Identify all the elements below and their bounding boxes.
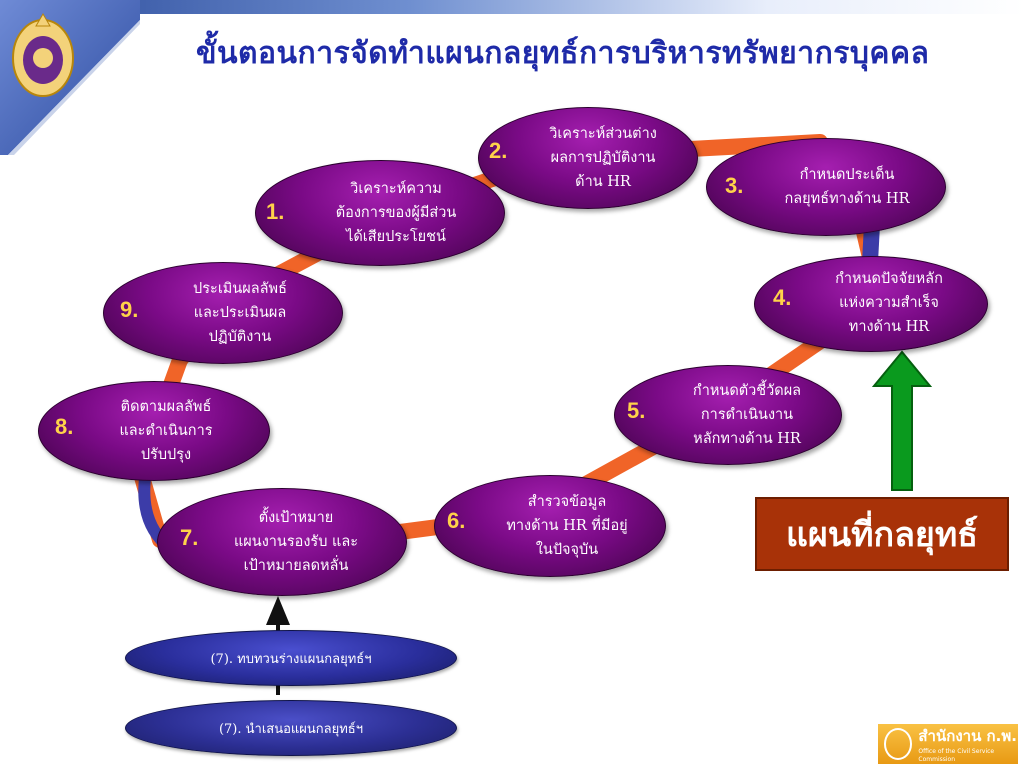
strategy-map-label: แผนที่กลยุทธ์ [755,497,1009,571]
step-label: วิเคราะห์ส่วนต่าง ผลการปฏิบัติงาน ด้าน H… [549,126,657,190]
step-number: 8. [55,414,74,439]
step-label: ติดตามผลลัพธ์ และดำเนินการ ปรับปรุง [119,399,213,463]
step-node-9: 9. ประเมินผลลัพธ์ และประเมินผล ปฏิบัติงา… [103,262,343,364]
step-label: กำหนดประเด็น กลยุทธ์ทางด้าน HR [784,167,910,207]
step-number: 6. [447,508,466,533]
step-node-1: 1. วิเคราะห์ความ ต้องการของผู้มีส่วน ได้… [255,160,505,266]
step-number: 9. [120,297,139,322]
substep-review-draft: (7). ทบทวนร่างแผนกลยุทธ์ฯ [125,630,457,686]
step-label: กำหนดตัวชี้วัดผล การดำเนินงาน หลักทางด้า… [692,383,802,447]
step-number: 1. [266,199,285,224]
step-number: 4. [773,285,792,310]
step-node-3: 3. กำหนดประเด็น กลยุทธ์ทางด้าน HR [706,138,946,236]
step-node-7: 7. ตั้งเป้าหมาย แผนงานรองรับ และ เป้าหมา… [157,488,407,596]
substep-label: (7). นำเสนอแผนกลยุทธ์ฯ [218,721,364,737]
ocsc-logo: สำนักงาน ก.พ. Office of the Civil Servic… [878,724,1018,764]
step-label: วิเคราะห์ความ ต้องการของผู้มีส่วน ได้เสี… [335,181,457,245]
university-emblem-icon [12,13,74,97]
step-number: 2. [489,138,508,163]
step-number: 7. [180,525,199,550]
top-banner [0,0,1024,14]
arrow-up-icon [266,596,290,625]
ocsc-emblem-icon [884,728,913,760]
step-node-5: 5. กำหนดตัวชี้วัดผล การดำเนินงาน หลักทาง… [614,365,842,465]
page-title: ขั้นตอนการจัดทำแผนกลยุทธ์การบริหารทรัพยา… [196,36,930,71]
step-node-6: 6. สำรวจข้อมูล ทางด้าน HR ที่มีอยู่ ในปั… [434,475,666,577]
substep-label: (7). ทบทวนร่างแผนกลยุทธ์ฯ [210,651,372,667]
step-number: 5. [627,398,646,423]
step-label: ประเมินผลลัพธ์ และประเมินผล ปฏิบัติงาน [193,281,287,345]
substep-present-plan: (7). นำเสนอแผนกลยุทธ์ฯ [125,700,457,756]
step-label: ตั้งเป้าหมาย แผนงานรองรับ และ เป้าหมายลด… [233,510,359,574]
step-node-2: 2. วิเคราะห์ส่วนต่าง ผลการปฏิบัติงาน ด้า… [478,107,698,209]
logo-name: สำนักงาน ก.พ. [918,727,1017,745]
corner-decoration [0,0,140,155]
step-number: 3. [725,173,744,198]
step-node-8: 8. ติดตามผลลัพธ์ และดำเนินการ ปรับปรุง [38,381,270,481]
logo-subtitle: Office of the Civil Service Commission [918,748,995,763]
arrow-up-icon [871,350,933,491]
step-node-4: 4. กำหนดปัจจัยหลัก แห่งความสำเร็จ ทางด้า… [754,256,988,352]
step-label: กำหนดปัจจัยหลัก แห่งความสำเร็จ ทางด้าน H… [835,271,943,335]
step-label: สำรวจข้อมูล ทางด้าน HR ที่มีอยู่ ในปัจจุ… [506,494,628,558]
